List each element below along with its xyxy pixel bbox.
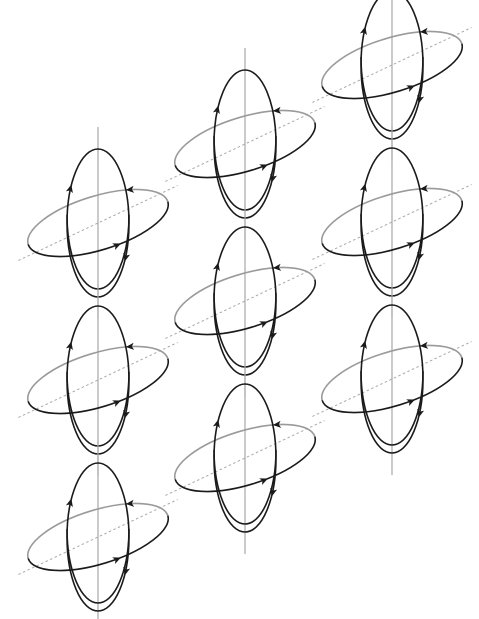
horizontal-loop-back [20, 333, 168, 402]
arrowhead-icon [112, 240, 122, 250]
horizontal-loop-back [314, 175, 462, 244]
cells-layer [18, 0, 471, 619]
horizontal-loop-front [322, 44, 470, 113]
rotation-cell [165, 362, 324, 554]
arrowhead-icon [259, 318, 269, 328]
horizontal-loop-front [28, 516, 176, 585]
arrowhead-icon [259, 475, 269, 485]
horizontal-loop-back [20, 176, 168, 245]
horizontal-loop-front [175, 280, 323, 349]
arrowhead-icon [406, 239, 416, 249]
arrowhead-icon [112, 397, 122, 407]
horizontal-loop-front [322, 358, 470, 427]
arrowhead-icon [112, 554, 122, 564]
arrowhead-icon [406, 396, 416, 406]
horizontal-loop-front [28, 359, 176, 428]
rotation-cell [18, 441, 177, 619]
horizontal-loop-front [175, 123, 323, 192]
arrowhead-icon [406, 82, 416, 92]
horizontal-loop-back [167, 97, 315, 166]
horizontal-loop-back [167, 411, 315, 480]
horizontal-loop-back [314, 18, 462, 87]
horizontal-loop-back [167, 254, 315, 323]
arrowhead-icon [259, 161, 269, 171]
horizontal-loop-back [314, 332, 462, 401]
horizontal-loop-front [28, 202, 176, 271]
rotation-cell [312, 283, 471, 475]
horizontal-loop-back [20, 490, 168, 559]
horizontal-loop-front [175, 437, 323, 506]
horizontal-loop-front [322, 201, 470, 270]
